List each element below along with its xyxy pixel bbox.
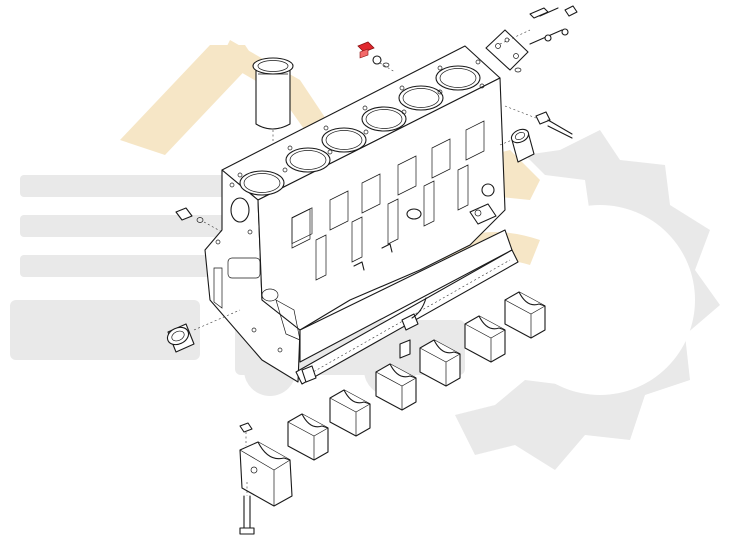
camshaft-bushing-left	[166, 309, 241, 353]
bearing-cap	[464, 315, 506, 363]
cover-plate	[485, 29, 529, 73]
camshaft-bushing-right	[499, 128, 535, 163]
side-plug-left	[175, 207, 223, 233]
cap-bolt	[239, 422, 255, 535]
bearing-cap	[419, 339, 461, 387]
bearing-cap	[504, 291, 546, 339]
side-pockets	[291, 120, 485, 281]
stud-bolts	[499, 5, 578, 139]
plug-highlighted	[357, 41, 396, 73]
bearing-cap-rear	[239, 441, 293, 507]
main-bearing-caps	[239, 291, 546, 507]
oil-jet-nozzle	[301, 243, 427, 383]
bearing-cap	[375, 363, 417, 411]
bearing-cap	[329, 389, 371, 437]
bearing-cap	[287, 413, 329, 461]
oil-gallery-fittings	[406, 183, 497, 225]
cylinder-bores	[239, 65, 481, 196]
front-face-details	[213, 182, 301, 353]
cylinder-liner	[252, 57, 294, 168]
deck-holes	[237, 59, 485, 178]
